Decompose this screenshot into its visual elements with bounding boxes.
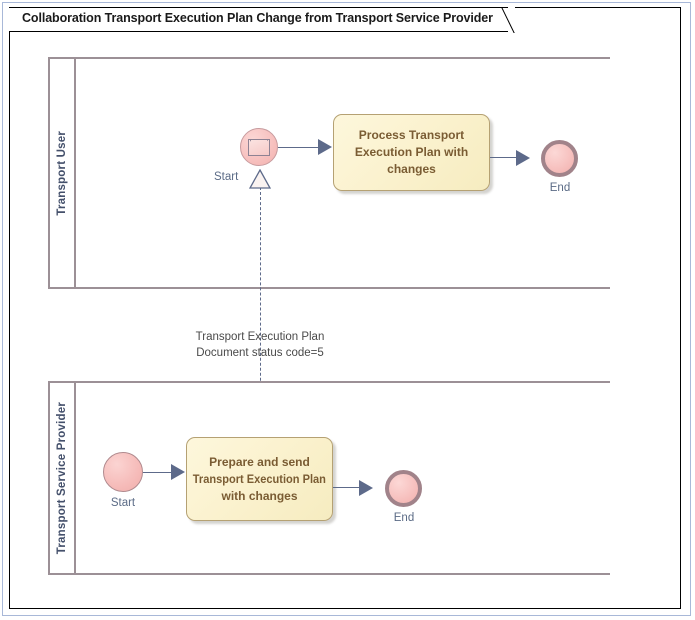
task-line-1: Process Transport	[358, 128, 465, 142]
message-flow-label: Transport Execution Plan Document status…	[140, 329, 380, 361]
task-line-3: with changes	[221, 488, 298, 503]
task-line-2: Transport Execution Plan	[192, 471, 327, 486]
sequence-flow-task-to-end-bottom	[333, 487, 361, 489]
pool-transport-user: Transport User	[48, 57, 610, 289]
sequence-flow-arrowhead-top-1	[318, 139, 332, 155]
task-prepare-and-send-transport-execution-plan[interactable]: Prepare and send Transport Execution Pla…	[186, 437, 333, 521]
end-event-caption-top: End	[549, 182, 571, 194]
diagram-title-tab-slash	[499, 7, 521, 33]
task-line-3: changes	[387, 162, 436, 176]
pool-header-transport-service-provider: Transport Service Provider	[48, 383, 76, 573]
task-label-bottom: Prepare and send Transport Execution Pla…	[183, 454, 336, 505]
start-event-caption-top: Start	[214, 171, 239, 183]
start-event-plain[interactable]	[103, 452, 143, 492]
diagram-title: Collaboration Transport Execution Plan C…	[22, 11, 493, 25]
pool-label-transport-user: Transport User	[56, 130, 68, 216]
pool-label-transport-service-provider: Transport Service Provider	[56, 401, 68, 555]
sequence-flow-arrowhead-top-2	[516, 149, 530, 166]
task-process-transport-execution-plan[interactable]: Process Transport Execution Plan with ch…	[333, 114, 490, 191]
frame-top-right-edge	[515, 7, 681, 8]
end-event-caption-bottom: End	[393, 512, 415, 524]
sequence-flow-start-to-task-bottom	[143, 471, 173, 473]
sequence-flow-task-to-end-top	[490, 157, 518, 159]
task-label-top: Process Transport Execution Plan with ch…	[351, 127, 472, 178]
start-event-caption-bottom: Start	[110, 497, 136, 509]
sequence-flow-start-to-task-top	[278, 146, 320, 148]
start-event-message[interactable]	[240, 128, 278, 166]
sequence-flow-arrowhead-bottom-1	[171, 464, 185, 480]
diagram-frame	[9, 7, 681, 609]
envelope-icon	[248, 138, 270, 156]
task-line-1: Prepare and send	[209, 454, 310, 469]
sequence-flow-arrowhead-bottom-2	[359, 479, 373, 496]
message-flow-label-line-2: Document status code=5	[196, 347, 324, 359]
message-flow-label-line-1: Transport Execution Plan	[195, 331, 325, 343]
end-event-top[interactable]	[541, 140, 578, 177]
diagram-title-tab	[9, 7, 508, 32]
end-event-bottom[interactable]	[385, 470, 422, 507]
message-flow-line	[259, 187, 261, 431]
pool-header-transport-user: Transport User	[48, 59, 76, 287]
task-line-2: Execution Plan with	[354, 145, 469, 159]
